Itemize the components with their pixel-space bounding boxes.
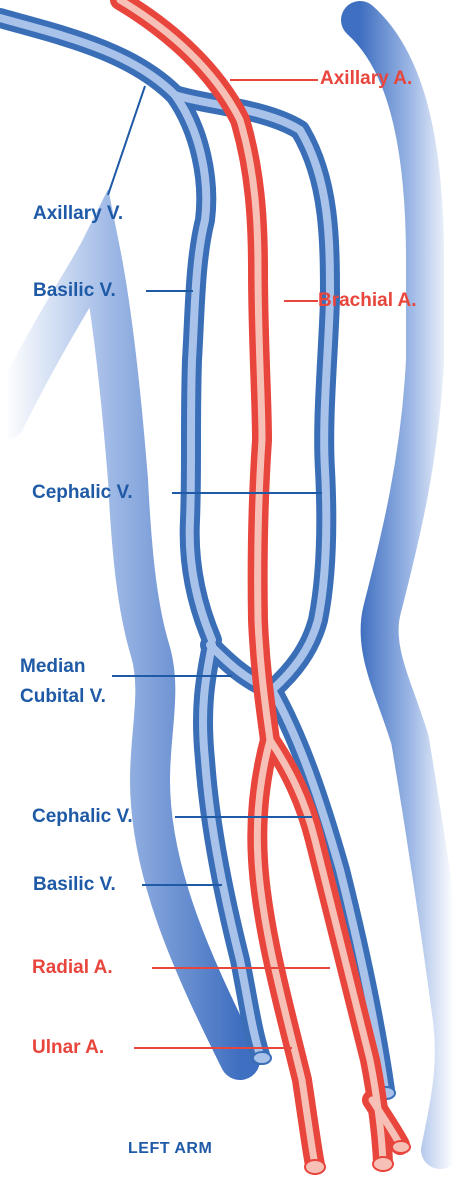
leader-axillary-vein — [108, 86, 145, 195]
label-cephalic-vein-lower: Cephalic V. — [32, 806, 133, 828]
label-cephalic-vein-upper: Cephalic V. — [32, 482, 133, 504]
arm-outline — [5, 20, 454, 1150]
ulnar-artery-cut-end — [373, 1157, 393, 1171]
axillary-vein — [0, 18, 330, 300]
axillary-vein-highlight — [0, 18, 330, 300]
label-median-cubital-vein-line1: Median — [20, 656, 85, 678]
basilic-vein-cut-end — [253, 1052, 271, 1064]
label-axillary-artery: Axillary A. — [320, 68, 412, 90]
label-median-cubital-vein-line2: Cubital V. — [20, 686, 106, 708]
cephalic-vein-upper — [272, 300, 330, 690]
label-radial-artery: Radial A. — [32, 957, 113, 979]
label-brachial-artery: Brachial A. — [318, 290, 417, 312]
label-basilic-vein-upper: Basilic V. — [33, 280, 116, 302]
label-axillary-vein: Axillary V. — [33, 203, 123, 225]
label-ulnar-artery: Ulnar A. — [32, 1037, 104, 1059]
ulnar-artery-branch-cut-end — [392, 1141, 410, 1153]
radial-artery-cut-end — [305, 1160, 325, 1174]
label-basilic-vein-lower: Basilic V. — [33, 874, 116, 896]
caption-left-arm: LEFT ARM — [128, 1140, 212, 1158]
basilic-vein-upper-highlight — [175, 95, 212, 640]
